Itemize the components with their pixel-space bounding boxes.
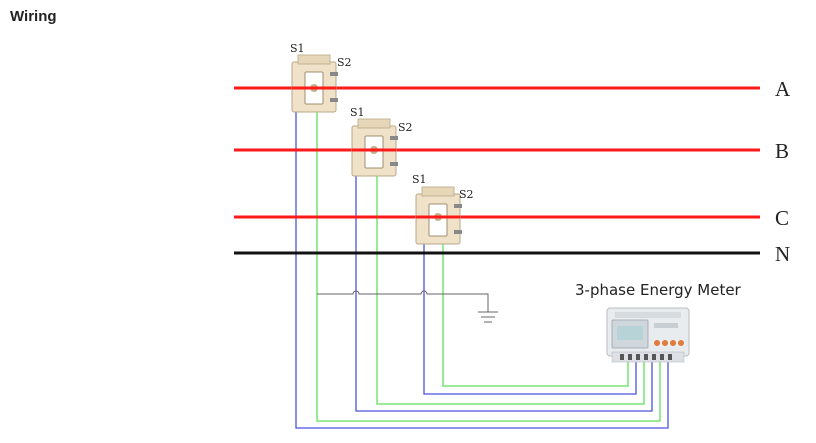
phase-label-a: A: [775, 77, 791, 101]
current-transformer-3: S1 S2: [412, 173, 474, 245]
current-transformer-2: S1 S2: [350, 106, 413, 177]
ct1-s2-wire: [316, 108, 661, 422]
section-title: Wiring: [10, 8, 57, 25]
ground-icon: [478, 311, 498, 323]
secondary-wires: [295, 108, 669, 429]
neutral-label: N: [775, 242, 790, 266]
meter-title: 3-phase Energy Meter: [575, 281, 742, 299]
ct3-s2-wire: [442, 240, 629, 387]
phase-label-c: C: [775, 206, 789, 230]
ct1-s1-label: S1: [290, 42, 305, 55]
ct2-s2-wire: [376, 172, 645, 405]
ct1-s2-label: S2: [337, 56, 352, 69]
ct3-s2-label: S2: [459, 188, 474, 201]
ct1-s1-wire: [295, 108, 669, 429]
current-transformer-1: S1 S2: [290, 42, 352, 113]
ground-bus: [317, 290, 498, 323]
ct2-s1-label: S1: [350, 106, 365, 119]
ct3-s1-wire: [423, 240, 637, 395]
ct2-s2-label: S2: [398, 121, 413, 134]
ct3-s1-label: S1: [412, 173, 427, 186]
phase-label-b: B: [775, 139, 789, 163]
energy-meter-icon: [606, 307, 690, 363]
